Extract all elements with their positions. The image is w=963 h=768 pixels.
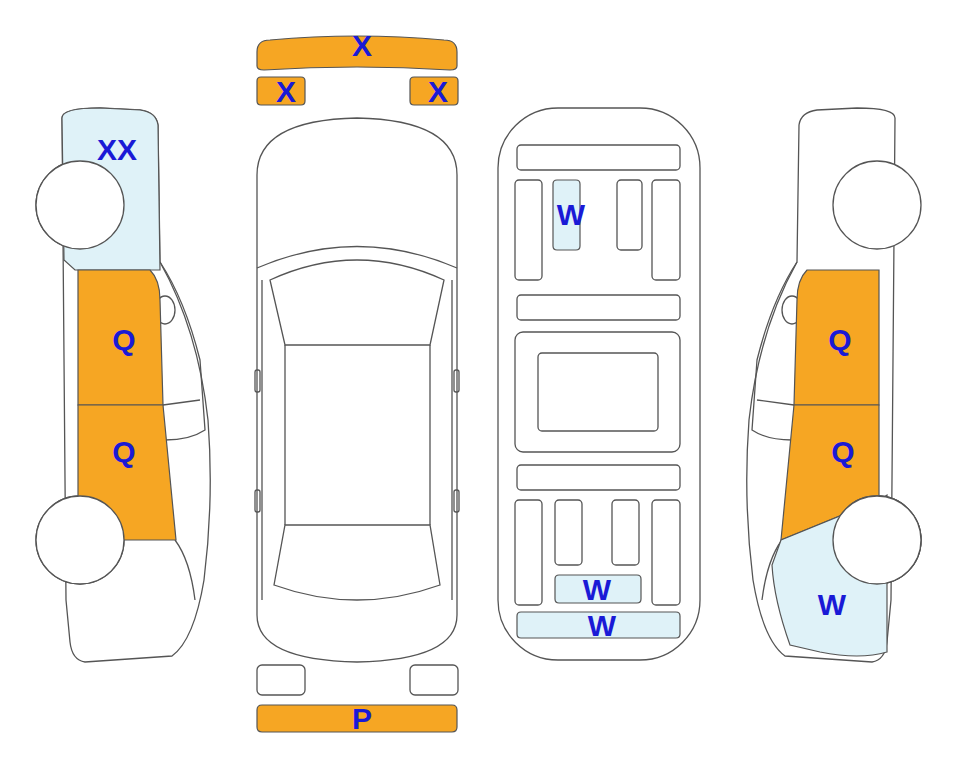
panel-shape [770, 485, 887, 660]
damage-code: W [818, 590, 846, 620]
front-door: Q [794, 270, 880, 405]
wheel [833, 496, 921, 584]
side-view-car [36, 108, 210, 662]
rear-bumper: P [257, 705, 457, 732]
damage-code: X [276, 77, 296, 107]
headlight: X [257, 77, 305, 105]
damage-code: W [588, 611, 616, 641]
front-fender: XX [60, 108, 162, 273]
damage-code: XX [97, 135, 137, 165]
panel-shape [78, 405, 176, 541]
front-bumper: X [257, 38, 457, 70]
wheel [36, 161, 124, 249]
damage-code: W [557, 200, 585, 230]
damage-code: X [428, 77, 448, 107]
wheel [833, 496, 921, 584]
damage-code: W [583, 575, 611, 605]
headlight: X [410, 77, 458, 105]
panel-shape [60, 108, 162, 273]
damage-code: X [352, 31, 372, 61]
damage-code: Q [112, 437, 135, 467]
damage-code: Q [828, 325, 851, 355]
rear-fender: W [770, 485, 887, 660]
panel-fill [78, 270, 163, 405]
damage-code: Q [831, 437, 854, 467]
underbody-part: W [517, 612, 680, 638]
underbody-part: W [555, 575, 641, 603]
panel-fill [794, 270, 879, 405]
top-view-car [255, 118, 459, 695]
front-door: Q [78, 270, 164, 405]
underbody-view [498, 108, 700, 660]
damage-code: Q [112, 325, 135, 355]
rear-door: Q [78, 405, 176, 541]
side-view-car [747, 108, 921, 662]
damage-code: P [352, 704, 372, 734]
underbody-part: W [553, 180, 580, 250]
wheel [36, 496, 124, 584]
